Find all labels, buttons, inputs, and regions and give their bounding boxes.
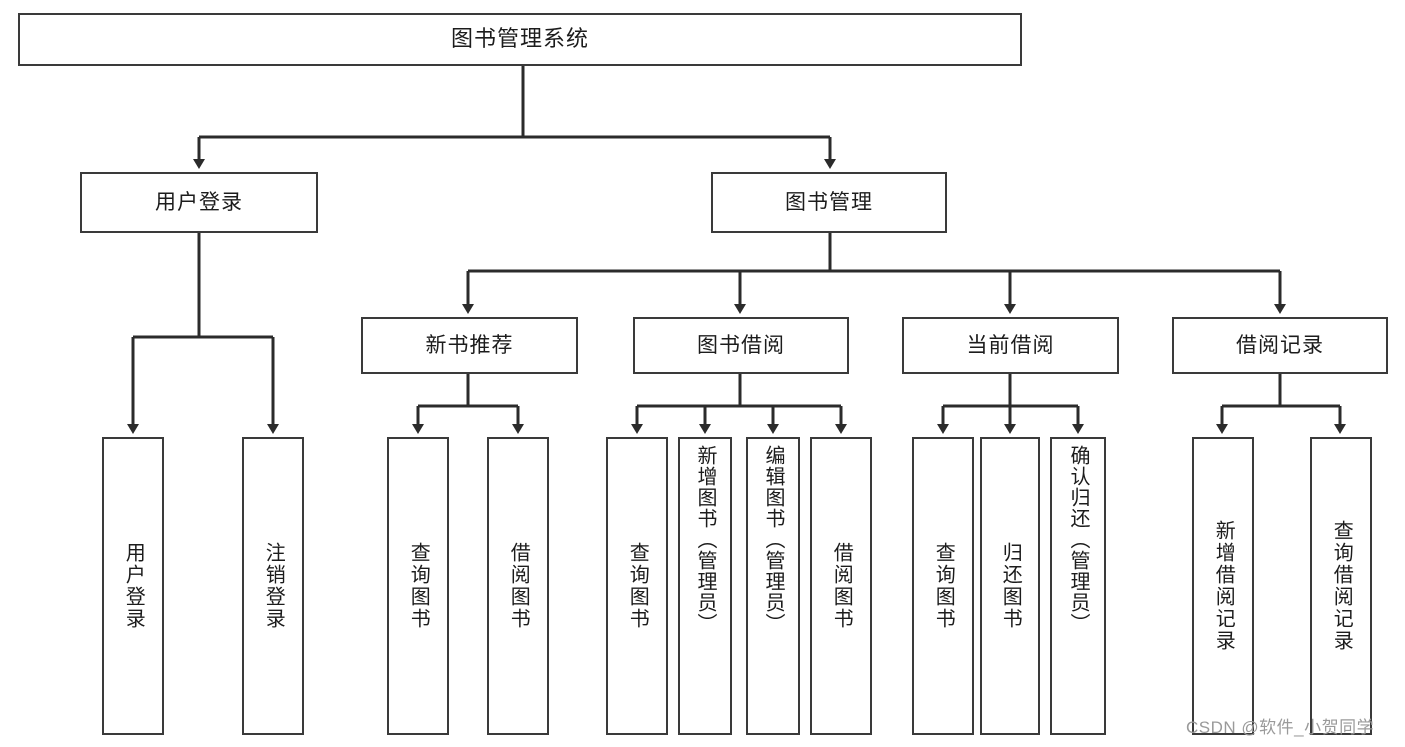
leaf-borrow-book-recommend[interactable]: 借阅图书: [487, 437, 549, 735]
node-new-book-recommend[interactable]: 新书推荐: [361, 317, 578, 374]
node-label: 注销登录: [262, 542, 285, 630]
node-current-borrow[interactable]: 当前借阅: [902, 317, 1119, 374]
node-user-login[interactable]: 用户登录: [80, 172, 318, 233]
node-label: 新书推荐: [425, 333, 514, 357]
leaf-query-borrow-record[interactable]: 查询借阅记录: [1310, 437, 1372, 735]
leaf-return-book[interactable]: 归还图书: [980, 437, 1040, 735]
node-book-management[interactable]: 图书管理: [711, 172, 947, 233]
node-book-borrow[interactable]: 图书借阅: [633, 317, 849, 374]
node-label: 查询图书: [626, 542, 649, 630]
node-label: 查询借阅记录: [1330, 520, 1353, 652]
node-label: 用户登录: [122, 542, 145, 630]
node-label: 借阅图书: [830, 542, 853, 630]
node-label: 查询图书: [932, 542, 955, 630]
node-label: 图书借阅: [697, 333, 785, 357]
node-label: 编辑图书（管理员）: [762, 445, 784, 634]
node-label: 当前借阅: [966, 333, 1055, 357]
node-label: 图书管理: [785, 190, 873, 214]
node-label: 用户登录: [155, 190, 243, 214]
leaf-logout[interactable]: 注销登录: [242, 437, 304, 735]
leaf-user-login[interactable]: 用户登录: [102, 437, 164, 735]
node-label: 确认归还（管理员）: [1067, 445, 1089, 634]
leaf-add-book-admin[interactable]: 新增图书（管理员）: [678, 437, 732, 735]
node-label: 新增图书（管理员）: [694, 445, 716, 634]
node-label: 新增借阅记录: [1212, 520, 1235, 652]
leaf-query-book-recommend[interactable]: 查询图书: [387, 437, 449, 735]
node-label: 图书管理系统: [450, 26, 589, 52]
node-label: 查询图书: [407, 542, 430, 630]
leaf-edit-book-admin[interactable]: 编辑图书（管理员）: [746, 437, 800, 735]
node-root-system[interactable]: 图书管理系统: [18, 13, 1022, 66]
leaf-confirm-return-admin[interactable]: 确认归还（管理员）: [1050, 437, 1106, 735]
leaf-query-book-borrow[interactable]: 查询图书: [606, 437, 668, 735]
node-borrow-records[interactable]: 借阅记录: [1172, 317, 1388, 374]
node-label: 借阅记录: [1236, 333, 1324, 357]
leaf-query-book-current[interactable]: 查询图书: [912, 437, 974, 735]
node-label: 借阅图书: [507, 542, 530, 630]
node-label: 归还图书: [999, 542, 1022, 630]
leaf-add-borrow-record[interactable]: 新增借阅记录: [1192, 437, 1254, 735]
leaf-borrow-book[interactable]: 借阅图书: [810, 437, 872, 735]
watermark: CSDN @软件_小贺同学: [1186, 718, 1375, 737]
